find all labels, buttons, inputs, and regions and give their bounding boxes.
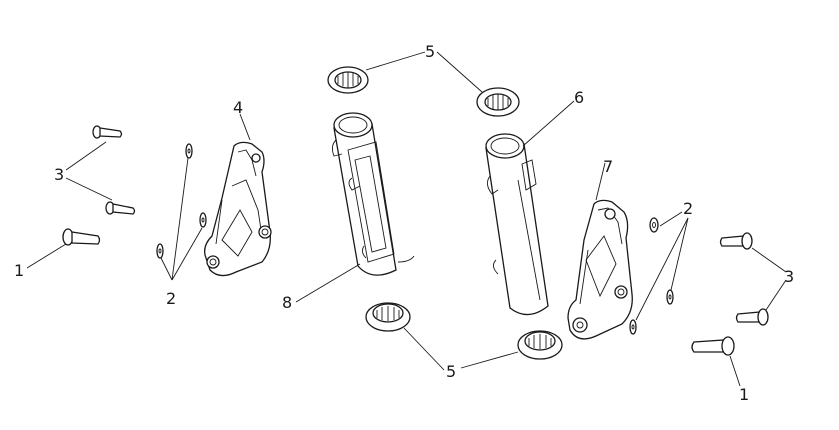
callout-1-right: 1 xyxy=(739,385,749,404)
bracket-7-right xyxy=(567,199,633,340)
bushing-5-bottom-right xyxy=(517,330,563,360)
washer-2-left-mid xyxy=(199,212,207,228)
callout-5-bottom: 5 xyxy=(446,362,456,381)
bolt-3-upper-left xyxy=(92,125,123,139)
callout-3-right: 3 xyxy=(784,267,794,286)
callout-2-left: 2 xyxy=(166,289,176,308)
callout-5-top: 5 xyxy=(425,42,435,61)
callout-8: 8 xyxy=(282,293,292,312)
bolt-3-lower-right xyxy=(735,308,769,326)
callout-1-left: 1 xyxy=(14,261,24,280)
washer-2-left-top xyxy=(185,143,193,159)
leader-lines xyxy=(26,51,787,387)
washer-2-right-top xyxy=(649,217,659,233)
callout-3-left: 3 xyxy=(54,165,64,184)
callout-labels: 1 1 2 2 3 3 4 5 5 6 7 8 xyxy=(14,42,794,404)
washer-2-left-low xyxy=(156,243,164,259)
callout-7: 7 xyxy=(603,157,613,176)
washer-2-right-low xyxy=(629,319,637,335)
washer-2-right-mid xyxy=(666,289,674,305)
fork-tube-6-right xyxy=(485,133,549,316)
callout-4: 4 xyxy=(233,98,243,117)
bolt-1-right xyxy=(691,336,735,356)
bushing-5-bottom-left xyxy=(365,302,411,332)
bolt-1-left xyxy=(62,228,101,246)
callout-6: 6 xyxy=(574,88,584,107)
bolt-3-lower-left xyxy=(105,201,136,215)
bracket-4-left xyxy=(204,141,272,277)
bushing-5-top-right xyxy=(476,87,520,117)
callout-2-right: 2 xyxy=(683,199,693,218)
fork-tube-8-left xyxy=(331,112,415,276)
bolt-3-upper-right xyxy=(719,232,753,250)
bushing-5-top-left xyxy=(327,66,369,94)
